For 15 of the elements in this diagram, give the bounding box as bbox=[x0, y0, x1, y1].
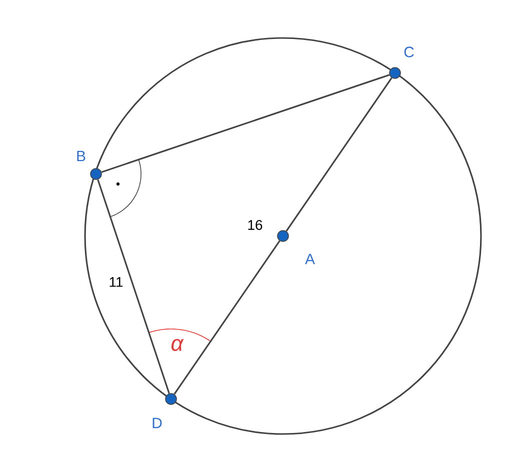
length-label: 16 bbox=[248, 220, 262, 230]
point bbox=[277, 230, 289, 242]
point bbox=[90, 168, 102, 180]
line-segment bbox=[97, 179, 170, 394]
point-label: B bbox=[77, 150, 86, 162]
length-label: 11 bbox=[110, 277, 123, 287]
point bbox=[389, 67, 401, 79]
angle-label: α bbox=[171, 338, 184, 352]
point bbox=[165, 393, 177, 405]
line-segment bbox=[286, 77, 392, 232]
point-label: A bbox=[305, 254, 315, 264]
line-segment bbox=[174, 240, 280, 395]
point-label: C bbox=[404, 46, 414, 58]
point-label: D bbox=[152, 418, 162, 428]
line-segment bbox=[101, 74, 390, 173]
